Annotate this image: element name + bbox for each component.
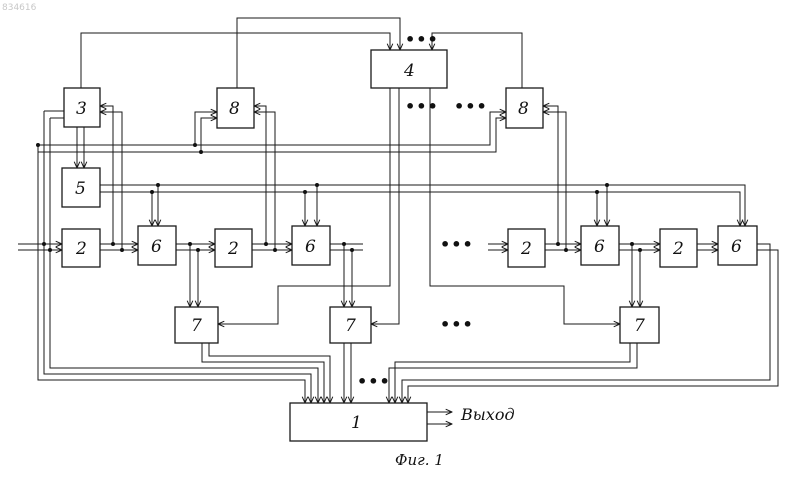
block-2b-label: 2 <box>227 239 239 259</box>
block-6b: 6 <box>292 226 330 265</box>
block-7b: 7 <box>330 307 371 343</box>
block-7a: 7 <box>175 307 218 343</box>
block-4: 4 <box>371 50 447 88</box>
block-6a-label: 6 <box>151 237 162 257</box>
block-7a-label: 7 <box>191 316 202 336</box>
block-4-label: 4 <box>403 61 415 81</box>
block-3-label: 3 <box>76 99 87 119</box>
block-6d: 6 <box>718 226 757 265</box>
output-label: Выход <box>460 405 515 424</box>
block-2c: 2 <box>508 229 545 267</box>
block-8b-label: 8 <box>518 99 529 119</box>
ellipsis-blocks-7: ••• <box>440 315 474 334</box>
block-2d: 2 <box>660 229 697 267</box>
block-2d-label: 2 <box>672 239 684 259</box>
block-1-label: 1 <box>351 413 362 433</box>
block-5-label: 5 <box>75 179 86 199</box>
block-8b: 8 <box>506 88 543 128</box>
block-2c-label: 2 <box>520 239 532 259</box>
ellipsis-top: ••• <box>405 30 439 49</box>
block-6c-label: 6 <box>594 237 605 257</box>
ellipsis-mid-left: ••• <box>405 97 439 116</box>
block-8a-label: 8 <box>229 99 240 119</box>
block-6d-label: 6 <box>731 237 742 257</box>
block-7b-label: 7 <box>345 316 356 336</box>
ellipsis-mid-right: ••• <box>454 97 488 116</box>
ellipsis-chain: ••• <box>440 235 474 254</box>
block-7c: 7 <box>620 307 659 343</box>
block-2a-label: 2 <box>75 239 87 259</box>
patent-number: 834616 <box>2 3 37 13</box>
block-3: 3 <box>64 88 100 127</box>
junction-dots <box>36 143 642 252</box>
ellipsis-inputs-1: ••• <box>357 372 391 391</box>
block-5: 5 <box>62 168 100 207</box>
block-2b: 2 <box>215 229 252 267</box>
block-6a: 6 <box>138 226 176 265</box>
block-7c-label: 7 <box>634 316 645 336</box>
block-1: 1 <box>290 403 427 441</box>
block-6b-label: 6 <box>305 237 316 257</box>
figure-caption: Фиг. 1 <box>395 451 444 469</box>
block-2a: 2 <box>62 229 100 267</box>
block-6c: 6 <box>581 226 619 265</box>
block-8a: 8 <box>217 88 254 128</box>
